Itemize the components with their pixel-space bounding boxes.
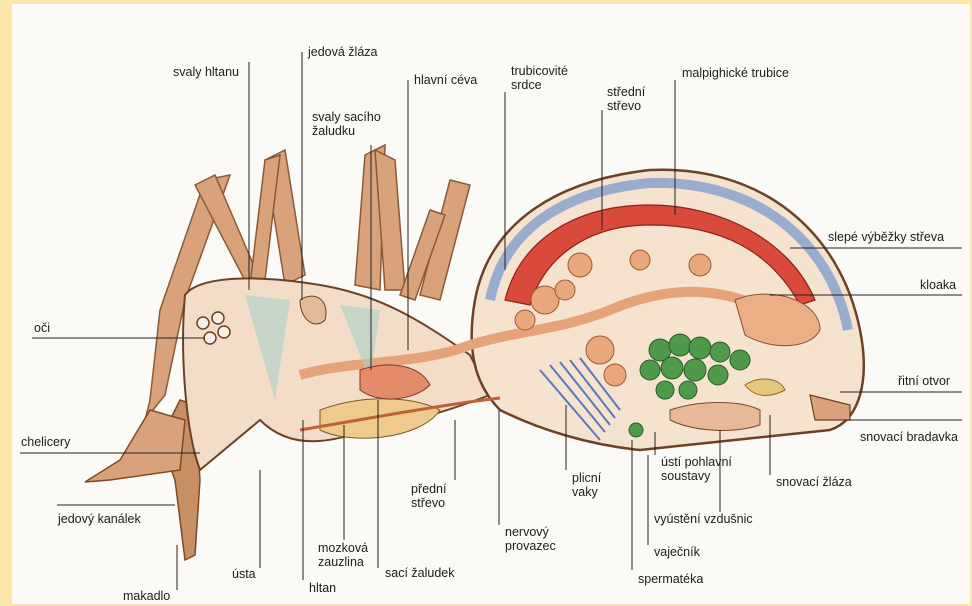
- label-nervovy-provazec: nervový provazec: [505, 525, 556, 553]
- label-vyusteni-vzdusnic: vyústění vzdušnic: [654, 512, 753, 526]
- label-oci: oči: [34, 321, 50, 335]
- label-kloaka: kloaka: [920, 278, 956, 292]
- label-ritni-otvor: řitní otvor: [898, 374, 950, 388]
- label-snovaci-zlaza: snovací žláza: [776, 475, 852, 489]
- label-stredni-strevo: střední střevo: [607, 85, 645, 113]
- label-usti-pohlavni: ústí pohlavní soustavy: [661, 455, 732, 483]
- label-usta: ústa: [232, 567, 256, 581]
- label-saci-zaludek: sací žaludek: [385, 566, 454, 580]
- label-snovaci-bradavka: snovací bradavka: [860, 430, 958, 444]
- label-mozkova-zauzlina: mozková zauzlina: [318, 541, 368, 569]
- label-vajecnik: vaječník: [654, 545, 700, 559]
- label-plicni-vaky: plicní vaky: [572, 471, 601, 499]
- label-hltan: hltan: [309, 581, 336, 595]
- label-malpighicke-trubice: malpighické trubice: [682, 66, 789, 80]
- label-hlavni-ceva: hlavní céva: [414, 73, 477, 87]
- label-predni-strevo: přední střevo: [411, 482, 446, 510]
- label-svaly-saciho-zaludku: svaly sacího žaludku: [312, 110, 381, 138]
- label-jedovy-kanalek: jedový kanálek: [58, 512, 141, 526]
- label-makadlo: makadlo: [123, 589, 170, 603]
- brain: [320, 399, 440, 438]
- label-spermateka: spermatéka: [638, 572, 703, 586]
- label-jedova-zlaza: jedová žláza: [308, 45, 378, 59]
- label-svaly-hltanu: svaly hltanu: [173, 65, 239, 79]
- label-chelicery: chelicery: [21, 435, 70, 449]
- label-trubicovite-srdce: trubicovité srdce: [511, 64, 568, 92]
- cephalothorax: [183, 278, 490, 470]
- chelicera: [85, 410, 185, 482]
- label-slepe-vybezky: slepé výběžky střeva: [828, 230, 944, 244]
